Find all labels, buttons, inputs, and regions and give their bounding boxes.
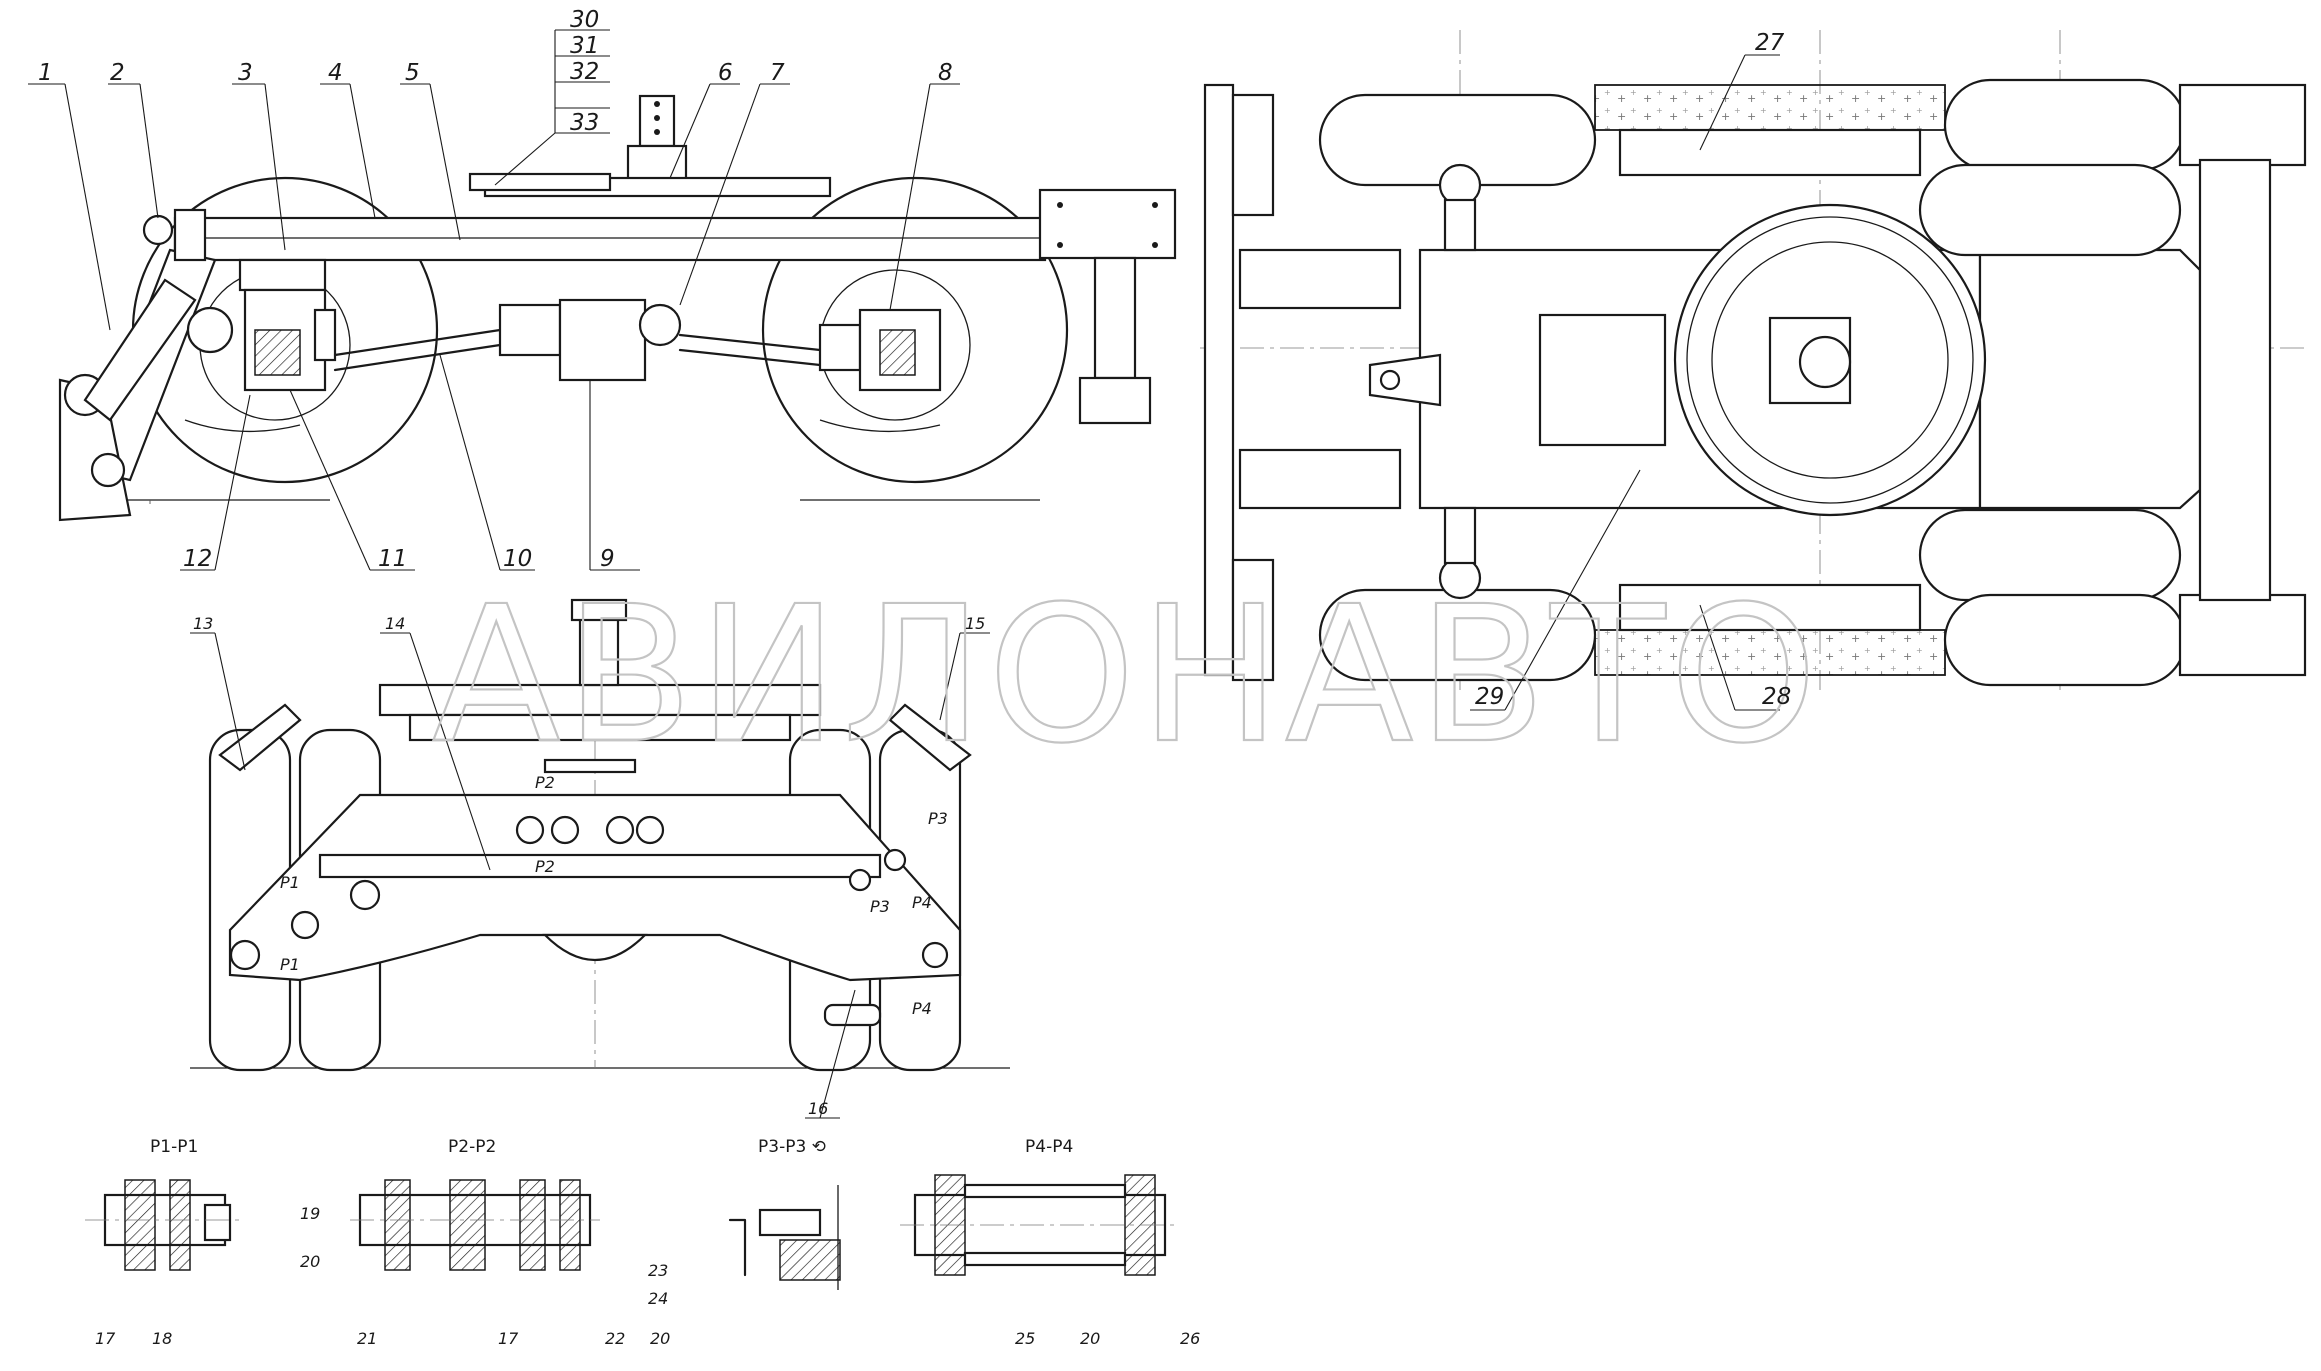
callout-20a: 20: [300, 1252, 320, 1271]
callout-7: 7: [770, 60, 785, 86]
beam-28: [1594, 629, 1946, 676]
section-mark-p1-top: Р1: [280, 873, 300, 892]
callout-17a: 17: [95, 1329, 116, 1348]
callout-15: 15: [965, 614, 985, 633]
callout-10: 10: [503, 546, 532, 572]
section-mark-p2-bottom: Р2: [535, 857, 555, 876]
rear-wheel-right: [761, 176, 1069, 484]
section-marks: Р1 Р1 Р2 Р2 Р3 Р3 Р4 Р4: [280, 773, 948, 1018]
callout-29: 29: [1475, 684, 1504, 710]
callout-22: 22: [605, 1329, 625, 1348]
section-title-p4: Р4-Р4: [1025, 1137, 1073, 1157]
callout-11: 11: [378, 546, 407, 572]
callout-26: 26: [1180, 1329, 1200, 1348]
callout-33: 33: [570, 110, 599, 136]
section-mark-p1-bottom: Р1: [280, 955, 300, 974]
callout-14: 14: [385, 614, 405, 633]
callout-31: 31: [570, 33, 599, 59]
callout-16: 16: [808, 1099, 828, 1118]
callout-23: 23: [648, 1261, 668, 1280]
rear-plate: [1038, 188, 1177, 260]
axle-body: [228, 793, 962, 982]
callout-numbers: 1 2 3 4 5 6 7 8 9 10 11 12 13 14 15 16 1…: [38, 7, 1791, 1348]
callout-9: 9: [600, 546, 615, 572]
section-mark-p3-top: Р3: [928, 809, 948, 828]
callout-8: 8: [938, 60, 953, 86]
callout-20b: 20: [650, 1329, 670, 1348]
callout-25: 25: [1015, 1329, 1035, 1348]
callout-12: 12: [183, 546, 212, 572]
callout-5: 5: [405, 60, 420, 86]
section-mark-p4-top: Р4: [912, 893, 932, 912]
callout-17b: 17: [498, 1329, 519, 1348]
section-titles: Р1-Р1 Р2-Р2 Р3-Р3 ⟲ Р4-Р4: [150, 1137, 1073, 1157]
callout-6: 6: [718, 60, 733, 86]
beam-27: [1594, 84, 1946, 131]
callout-28: 28: [1762, 684, 1791, 710]
watermark: АВИЛОНАВТО: [432, 566, 1821, 785]
callout-24: 24: [648, 1289, 668, 1308]
side-view: [28, 29, 1177, 571]
callout-2: 2: [110, 60, 125, 86]
callout-32: 32: [570, 59, 599, 85]
section-title-p3: Р3-Р3 ⟲: [758, 1137, 826, 1157]
front-view: [190, 598, 1010, 1119]
section-mark-p4-bottom: Р4: [912, 999, 932, 1018]
gearbox: [558, 298, 647, 382]
frame-beam: [173, 216, 1047, 262]
callout-4: 4: [328, 60, 343, 86]
callout-30: 30: [570, 7, 599, 33]
callout-18: 18: [152, 1329, 172, 1348]
section-title-p2: Р2-Р2: [448, 1137, 496, 1157]
section-mark-p2-top: Р2: [535, 773, 555, 792]
section-title-p1: Р1-Р1: [150, 1137, 198, 1157]
sections: [85, 1174, 1180, 1290]
callout-21: 21: [357, 1329, 377, 1348]
callout-19: 19: [300, 1204, 320, 1223]
callout-3: 3: [238, 60, 253, 86]
callout-13: 13: [193, 614, 213, 633]
callout-27: 27: [1755, 30, 1785, 56]
callout-20c: 20: [1080, 1329, 1100, 1348]
top-view: [1200, 30, 2310, 711]
section-mark-p3-bottom: Р3: [870, 897, 890, 916]
callout-1: 1: [38, 60, 53, 86]
